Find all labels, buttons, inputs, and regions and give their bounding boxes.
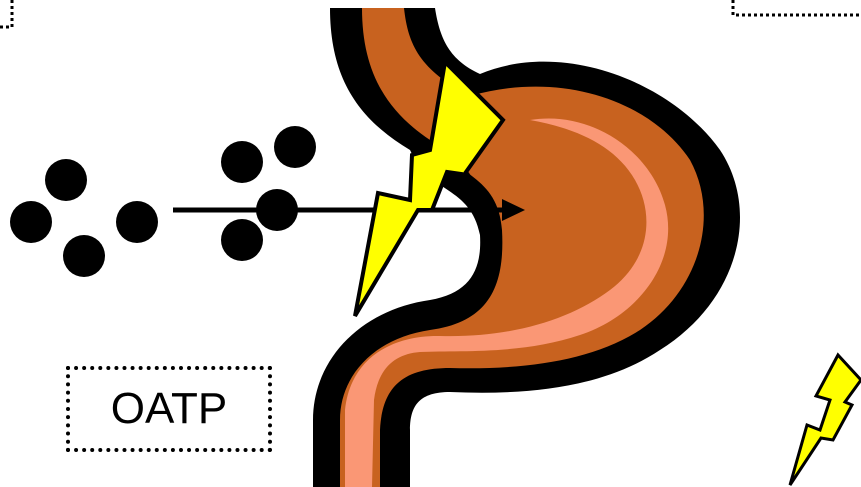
particle-dot-icon: [274, 126, 316, 168]
oatp-label: OATP: [111, 384, 228, 434]
particle-dot-icon: [45, 159, 87, 201]
lightning-bolt-icon: [790, 355, 861, 485]
particle-dot-icon: [10, 201, 52, 243]
corner-box-fragment-top-left: [0, 0, 12, 27]
corner-box-fragment-top-right: [733, 0, 861, 15]
particle-dot-icon: [221, 141, 263, 183]
particles: [10, 126, 316, 277]
particle-dot-icon: [221, 219, 263, 261]
particle-dot-icon: [116, 201, 158, 243]
oatp-label-box: OATP: [66, 366, 272, 452]
particle-dot-icon: [63, 235, 105, 277]
